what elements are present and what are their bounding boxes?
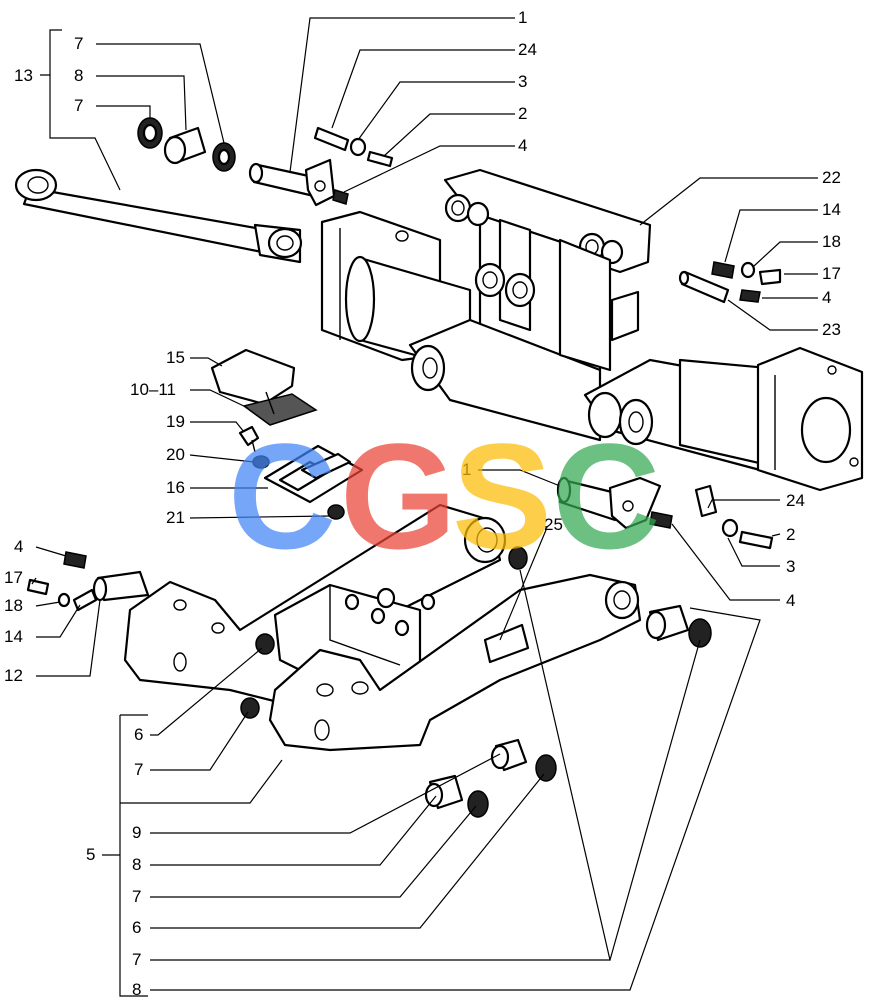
callout-label: 23 xyxy=(822,320,841,339)
top-bushing-set[interactable] xyxy=(137,117,236,172)
callout-label: 7 xyxy=(74,34,83,53)
callout-label: 17 xyxy=(822,264,841,283)
swing-frame-part[interactable] xyxy=(123,503,642,752)
callout-label: 20 xyxy=(166,445,185,464)
callout-label: 12 xyxy=(4,666,23,685)
callout-label: 4 xyxy=(518,136,527,155)
callout-label: 22 xyxy=(822,168,841,187)
callout-label: 17 xyxy=(4,568,23,587)
callout-label: 16 xyxy=(166,478,185,497)
callout-label: 18 xyxy=(822,232,841,251)
leader-lines xyxy=(31,17,818,997)
callout-label: 15 xyxy=(166,348,185,367)
callout-label: 2 xyxy=(518,104,527,123)
callout-label: 24 xyxy=(518,40,537,59)
cushion-pad-part[interactable] xyxy=(210,348,364,520)
callout-label: 25 xyxy=(544,515,563,534)
callout-label: 8 xyxy=(132,980,141,999)
callout-label: 2 xyxy=(786,525,795,544)
watermark-letter: S xyxy=(452,412,552,580)
watermark-logo: C G S C xyxy=(228,412,660,580)
callout-label: 6 xyxy=(134,725,143,744)
callout-label: 4 xyxy=(786,591,795,610)
callout-label: 14 xyxy=(822,200,841,219)
callout-label: 6 xyxy=(132,918,141,937)
callout-label: 7 xyxy=(74,96,83,115)
callout-label: 21 xyxy=(166,508,185,527)
callout-label: 18 xyxy=(4,596,23,615)
callout-label: 3 xyxy=(786,557,795,576)
callout-label: 13 xyxy=(14,66,33,85)
callout-label: 19 xyxy=(166,412,185,431)
callout-label: 8 xyxy=(74,66,83,85)
callout-label: 5 xyxy=(86,845,95,864)
right-pin-set[interactable] xyxy=(678,261,782,304)
callout-label: 1 xyxy=(462,460,471,479)
callout-label: 7 xyxy=(132,887,141,906)
lower-bushing-set[interactable] xyxy=(240,546,712,818)
middle-pin-part[interactable] xyxy=(556,476,774,550)
callout-label: 24 xyxy=(786,491,805,510)
watermark-letter: G xyxy=(340,412,457,580)
callout-label: 7 xyxy=(134,760,143,779)
callout-label: 14 xyxy=(4,627,23,646)
watermark-letter: C xyxy=(228,412,336,580)
callout-label: 4 xyxy=(822,288,831,307)
callout-label: 7 xyxy=(132,950,141,969)
callout-label: 1 xyxy=(518,8,527,27)
callout-label: 10–11 xyxy=(130,380,176,399)
callout-label: 8 xyxy=(132,855,141,874)
callout-labels: 1 24 3 2 4 7 8 7 13 22 14 18 17 4 23 15 … xyxy=(4,8,841,999)
callout-label: 4 xyxy=(14,537,23,556)
callout-label: 3 xyxy=(518,72,527,91)
axle-housing-part[interactable] xyxy=(320,168,864,492)
left-pin-set[interactable] xyxy=(26,551,150,612)
watermark-letter: C xyxy=(552,412,660,580)
top-pin-part[interactable] xyxy=(248,126,394,207)
tie-rod-part[interactable] xyxy=(14,168,303,264)
callout-label: 9 xyxy=(132,823,141,842)
